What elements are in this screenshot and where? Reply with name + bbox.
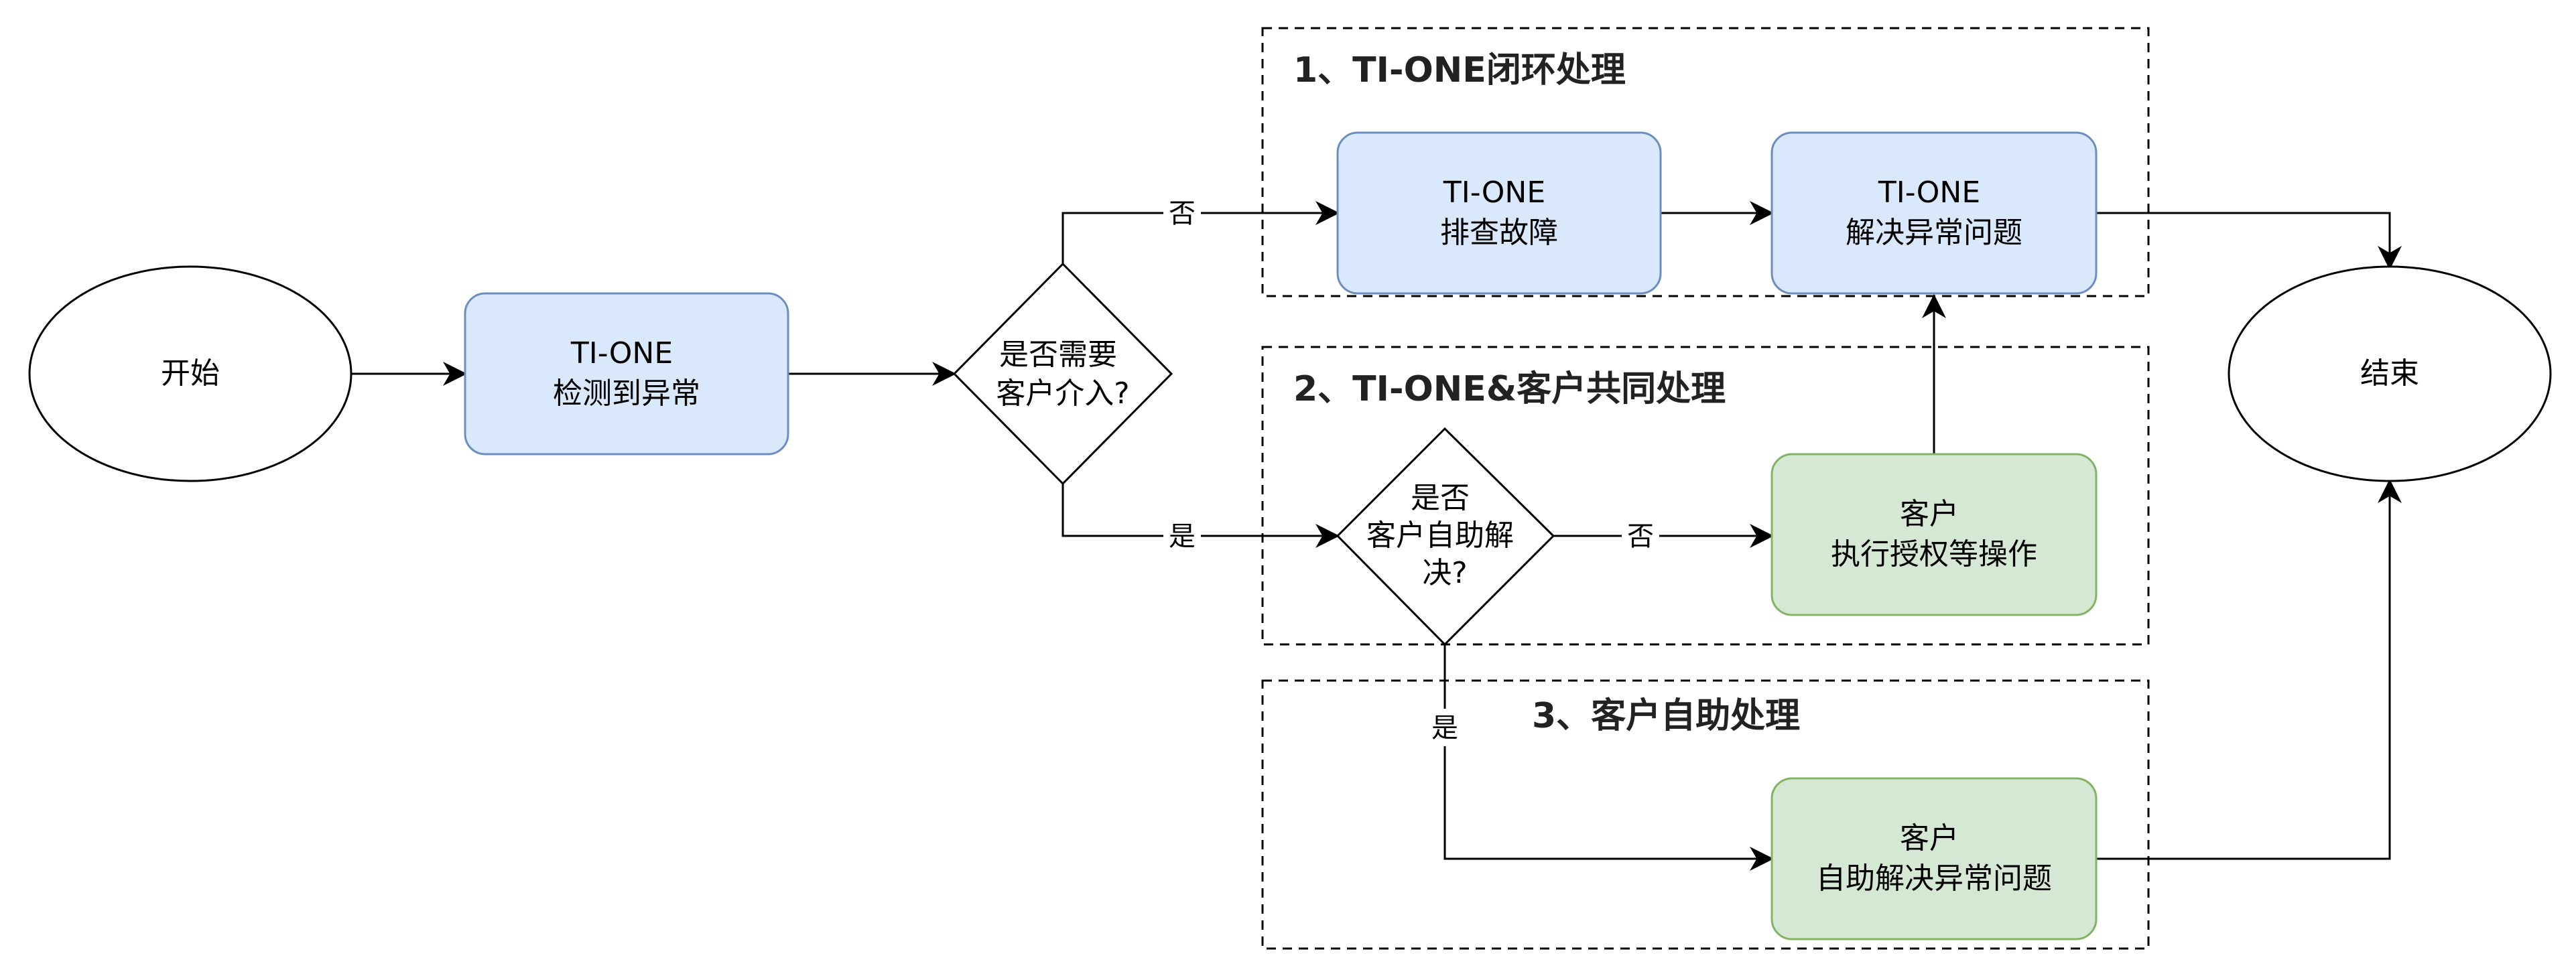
customer-authorize-node <box>1770 453 2098 616</box>
resolve-line-2: 解决异常问题 <box>1846 216 2022 250</box>
customer-authorize-line-2: 执行授权等操作 <box>1831 537 2037 571</box>
customer-self-line-2: 自助解决异常问题 <box>1816 861 2052 896</box>
group-1-title: 1、TI-ONE闭环处理 <box>1293 50 1626 90</box>
group-3-title: 3、客户自助处理 <box>1532 696 1800 736</box>
decision-self-line-3: 决? <box>1422 556 1467 590</box>
customer-self-node <box>1770 777 2098 940</box>
end-node <box>2228 265 2552 482</box>
svg-text:是否需要 客户介入?: 是否需要 客户介入? <box>996 338 1129 411</box>
edge-label-no-top: 否 <box>1169 198 1196 229</box>
edge-resolve-end <box>2096 212 2402 270</box>
group-2-box <box>1261 346 2150 646</box>
detect-line-2: 检测到异常 <box>553 376 700 411</box>
troubleshoot-line-1: TI-ONE <box>1443 176 1545 210</box>
start-node <box>28 265 352 482</box>
group-1-box <box>1261 27 2150 297</box>
group-2-title: 2、TI-ONE&客户共同处理 <box>1293 369 1726 409</box>
edge-decision2-customer-self <box>1443 644 1774 871</box>
svg-text:TI-ONE 排查故障: TI-ONE 排查故障 <box>1440 176 1558 250</box>
decision-intervene-node <box>952 262 1173 486</box>
start-label: 开始 <box>161 356 220 391</box>
edge-label-yes-bottom: 是 <box>1169 521 1196 552</box>
group-3-box <box>1261 679 2150 950</box>
troubleshoot-node <box>1336 131 1662 295</box>
edge-label-yes-down: 是 <box>1431 713 1458 744</box>
svg-text:客户 执行授权等操作: 客户 执行授权等操作 <box>1831 497 2037 571</box>
detect-node <box>464 292 789 456</box>
edge-decision-decision2 <box>1061 484 1340 548</box>
svg-text:TI-ONE 检测到异常: TI-ONE 检测到异常 <box>553 336 700 411</box>
resolve-node <box>1770 131 2098 295</box>
decision-intervene-line-2: 客户介入? <box>996 376 1129 411</box>
svg-text:客户 自助解决异常问题: 客户 自助解决异常问题 <box>1816 821 2052 896</box>
end-label: 结束 <box>2360 356 2419 391</box>
edge-label-no-mid: 否 <box>1627 521 1654 552</box>
customer-authorize-line-1: 客户 <box>1900 497 1959 531</box>
decision-self-line-1: 是否 <box>1411 481 1470 515</box>
decision-self-node <box>1336 427 1555 646</box>
customer-self-line-1: 客户 <box>1900 821 1959 855</box>
decision-intervene-line-1: 是否需要 <box>999 338 1117 372</box>
edge-decision-troubleshoot <box>1061 201 1340 264</box>
edge-customer-self-end <box>2096 479 2402 860</box>
svg-text:是否 客户自助解 决?: 是否 客户自助解 决? <box>1366 481 1523 590</box>
decision-self-line-2: 客户自助解 <box>1366 518 1514 553</box>
troubleshoot-line-2: 排查故障 <box>1440 216 1558 250</box>
svg-text:TI-ONE 解决异常问题: TI-ONE 解决异常问题 <box>1846 176 2022 250</box>
resolve-line-1: TI-ONE <box>1878 176 1980 210</box>
detect-line-1: TI-ONE <box>570 336 673 370</box>
